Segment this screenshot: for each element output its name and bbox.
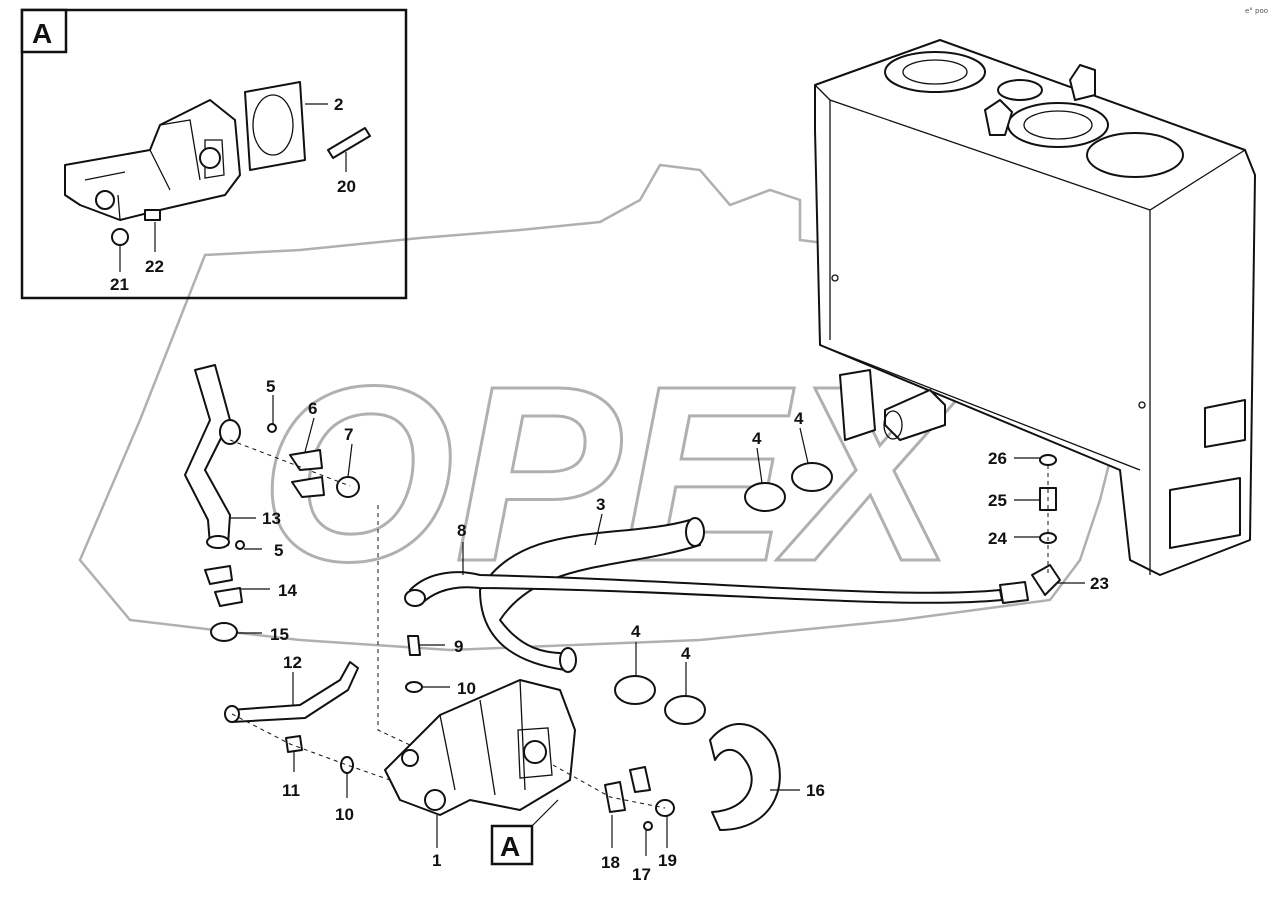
corner-reference-code: e° poo	[1245, 7, 1268, 15]
label-part-11: 11	[282, 781, 300, 800]
label-part-3: 3	[596, 495, 605, 514]
bolt-5b	[235, 540, 245, 550]
hose-13	[184, 364, 241, 549]
label-part-26: 26	[988, 449, 1007, 468]
label-part-4-d: 4	[681, 644, 691, 663]
label-part-9: 9	[454, 637, 463, 656]
label-part-10-lower: 10	[335, 805, 354, 824]
connection-dash-line	[231, 713, 391, 781]
return-hose-16	[709, 723, 781, 831]
clamp-4-c	[614, 675, 656, 705]
label-part-12: 12	[283, 653, 302, 672]
oring-26	[1039, 454, 1057, 466]
connection-dash-line	[229, 439, 351, 487]
pressure-hose	[404, 571, 1029, 607]
label-part-2: 2	[334, 95, 343, 114]
flange-half-18a	[604, 781, 626, 813]
label-part-24: 24	[988, 529, 1007, 548]
fitting-11	[285, 735, 303, 753]
inset-pump	[64, 99, 241, 221]
flange-half-14b	[214, 587, 243, 607]
flange-half-6b	[291, 476, 325, 498]
bolt-5a	[267, 423, 277, 433]
pump-callout-letter: A	[500, 831, 520, 862]
leader-lines	[230, 395, 1085, 856]
hydraulic-tank	[814, 39, 1256, 576]
label-part-8: 8	[457, 521, 466, 540]
washer-10b	[340, 756, 354, 774]
inset-callout-letter: A	[32, 18, 52, 49]
label-part-4-a: 4	[752, 429, 762, 448]
label-part-4-c: 4	[631, 622, 641, 641]
label-part-20: 20	[337, 177, 356, 196]
pump-detail-callout: A	[490, 799, 559, 866]
elbow-23	[1031, 564, 1061, 596]
fitting-9	[407, 635, 421, 656]
label-part-1: 1	[432, 851, 441, 870]
inset-stud	[327, 127, 371, 159]
clamp-4-a	[744, 482, 786, 512]
detail-inset: A 2 20 21 22	[20, 8, 408, 300]
suction-hose	[479, 517, 705, 673]
label-part-19: 19	[658, 851, 677, 870]
label-part-23: 23	[1090, 574, 1109, 593]
connection-dash-line	[552, 764, 666, 809]
bolt-17	[643, 821, 653, 831]
label-part-15: 15	[270, 625, 289, 644]
label-part-5-lower: 5	[274, 541, 283, 560]
seal-7	[336, 476, 360, 498]
label-part-10-upper: 10	[457, 679, 476, 698]
label-part-5-top: 5	[266, 377, 275, 396]
seal-15	[210, 622, 238, 642]
flange-half-18b	[629, 766, 651, 793]
label-part-25: 25	[988, 491, 1007, 510]
label-part-4-b: 4	[794, 409, 804, 428]
label-part-16: 16	[806, 781, 825, 800]
inset-washer	[144, 209, 161, 221]
hose-12	[224, 661, 359, 723]
label-part-14: 14	[278, 581, 297, 600]
label-part-22: 22	[145, 257, 164, 276]
flange-half-6a	[289, 449, 323, 471]
flange-half-14a	[204, 565, 233, 585]
clamp-4-d	[664, 695, 706, 725]
inset-nut	[111, 228, 129, 246]
label-part-6: 6	[308, 399, 317, 418]
label-part-18: 18	[601, 853, 620, 872]
clamp-4-b	[791, 462, 833, 492]
label-part-17: 17	[632, 865, 651, 884]
label-part-21: 21	[110, 275, 129, 294]
label-part-13: 13	[262, 509, 281, 528]
connection-dash-line	[377, 505, 411, 746]
hydraulic-pump	[384, 679, 576, 816]
label-part-7: 7	[344, 425, 353, 444]
washer-10a	[405, 681, 423, 693]
